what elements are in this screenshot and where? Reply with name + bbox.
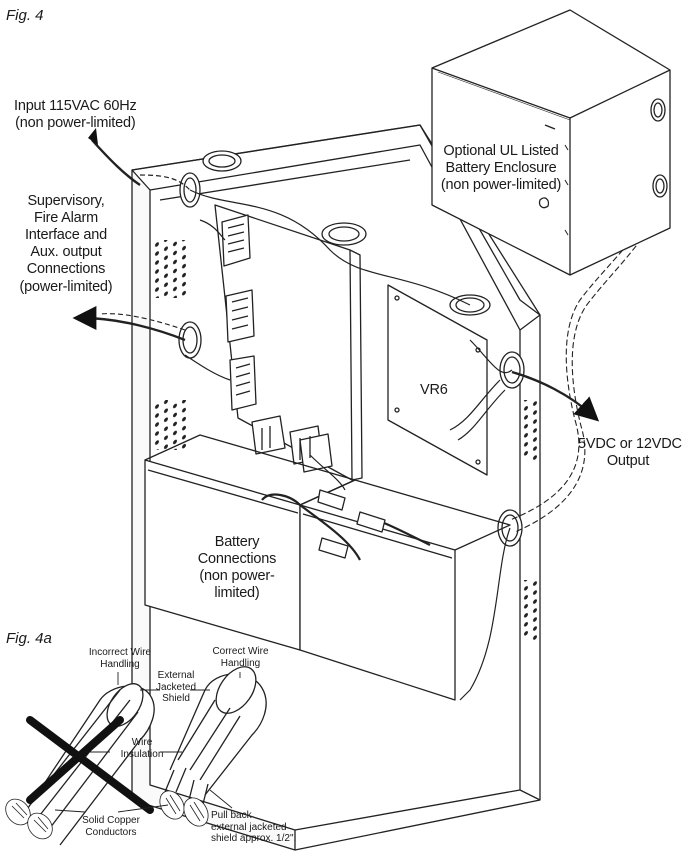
- vr6-label: VR6: [420, 382, 448, 398]
- pull-back-label: Pull back external jacketed shield appro…: [211, 810, 296, 845]
- input-power-label-line-2: (non power-limited): [15, 115, 136, 132]
- battery-enclosure-label: Optional UL Listed Battery Enclosure (no…: [440, 143, 562, 194]
- external-shield-label-line-2: Jacketed: [155, 681, 197, 693]
- supervisory-label-line-4: Aux. output: [30, 244, 102, 261]
- battery-connections-label-line-4: limited): [214, 585, 260, 602]
- figure-4-title: Fig. 4: [6, 7, 44, 24]
- battery-enclosure-label-line-2: Battery Enclosure: [445, 160, 557, 177]
- battery-connector-wires: [261, 489, 431, 561]
- input-power-label-line-1: Input 115VAC 60Hz: [14, 98, 137, 114]
- pull-back-label-line-3: shield approx. 1/2".: [211, 833, 297, 844]
- battery-connections-label-line-1: Battery: [214, 534, 260, 550]
- external-shield-label-line-1: External: [157, 670, 195, 681]
- fig4a-leader-lines: [54, 672, 241, 813]
- terminal-block-top: [221, 214, 251, 267]
- terminal-block-low: [229, 355, 257, 411]
- correct-copper-ends: [159, 790, 209, 827]
- main-circuit-board: [214, 204, 363, 481]
- figure-4a-title: Fig. 4a: [6, 630, 52, 647]
- external-shield-label-line-3: Shield: [162, 693, 190, 704]
- knockout-top-mid: [321, 222, 367, 246]
- incorrect-x-mark: [26, 716, 154, 814]
- incorrect-handling-label: Incorrect Wire Handling: [80, 647, 160, 670]
- vent-right-lower: [520, 580, 542, 640]
- correct-handling-label-line-2: Handling: [220, 657, 261, 669]
- knockout-top-left: [202, 150, 242, 172]
- supervisory-label: Supervisory, Fire Alarm Interface and Au…: [6, 193, 126, 296]
- incorrect-handling-label-line-1: Incorrect Wire: [88, 647, 152, 658]
- battery-connections-label: Battery Connections (non power- limited): [192, 534, 282, 602]
- battery-connections-label-line-3: (non power-: [199, 568, 275, 585]
- solid-copper-label: Solid Copper Conductors: [76, 815, 146, 838]
- correct-handling-label: Correct Wire Handling: [203, 646, 278, 669]
- battery-connections-label-line-2: Connections: [197, 551, 277, 568]
- terminal-block-bottom-row: [251, 415, 333, 473]
- battery-right: [299, 479, 511, 701]
- terminal-block-mid: [225, 289, 255, 343]
- pull-back-label-line-1: Pull back: [211, 810, 252, 821]
- external-shield-label: External Jacketed Shield: [150, 670, 202, 705]
- supervisory-label-line-3: Interface and: [24, 227, 108, 244]
- input-power-label: Input 115VAC 60Hz (non power-limited): [14, 98, 137, 132]
- knockout-left-lower: [178, 321, 202, 359]
- battery-enclosure-label-line-1: Optional UL Listed: [443, 143, 559, 159]
- incorrect-handling-label-line-2: Handling: [100, 658, 140, 670]
- vent-left-lower: [153, 400, 187, 450]
- knockout-right-upper: [499, 351, 525, 389]
- correct-handling-label-line-1: Correct Wire: [212, 646, 269, 657]
- supervisory-label-line-2: Fire Alarm: [33, 210, 99, 227]
- solid-copper-label-line-1: Solid Copper: [82, 815, 140, 826]
- vent-right-upper: [520, 400, 542, 460]
- output-label-line-1: 5VDC or 12VDC: [578, 436, 682, 452]
- supervisory-label-line-5: Connections: [26, 261, 106, 278]
- incorrect-copper-ends: [5, 798, 53, 840]
- wire-insulation-label-line-2: Insulation: [120, 748, 164, 760]
- pull-back-label-line-2: external jacketed: [211, 821, 287, 833]
- dc-output-wire: [511, 370, 600, 422]
- battery-enclosure: [431, 9, 671, 276]
- vent-left-upper: [153, 240, 191, 298]
- supervisory-label-line-6: (power-limited): [19, 278, 113, 295]
- wire-insulation-label-line-1: Wire: [131, 737, 153, 748]
- correct-cable: [159, 666, 267, 827]
- input-power-wire: [88, 128, 191, 191]
- supervisory-label-line-1: Supervisory,: [27, 193, 105, 209]
- output-label: 5VDC or 12VDC Output: [578, 436, 682, 470]
- supervisory-output-wire: [72, 306, 186, 342]
- internal-wiring: [184, 189, 513, 701]
- wire-insulation-label: Wire Insulation: [112, 737, 172, 760]
- output-label-line-2: Output: [606, 453, 650, 470]
- solid-copper-label-line-2: Conductors: [85, 826, 137, 838]
- battery-enclosure-label-line-3: (non power-limited): [440, 177, 562, 194]
